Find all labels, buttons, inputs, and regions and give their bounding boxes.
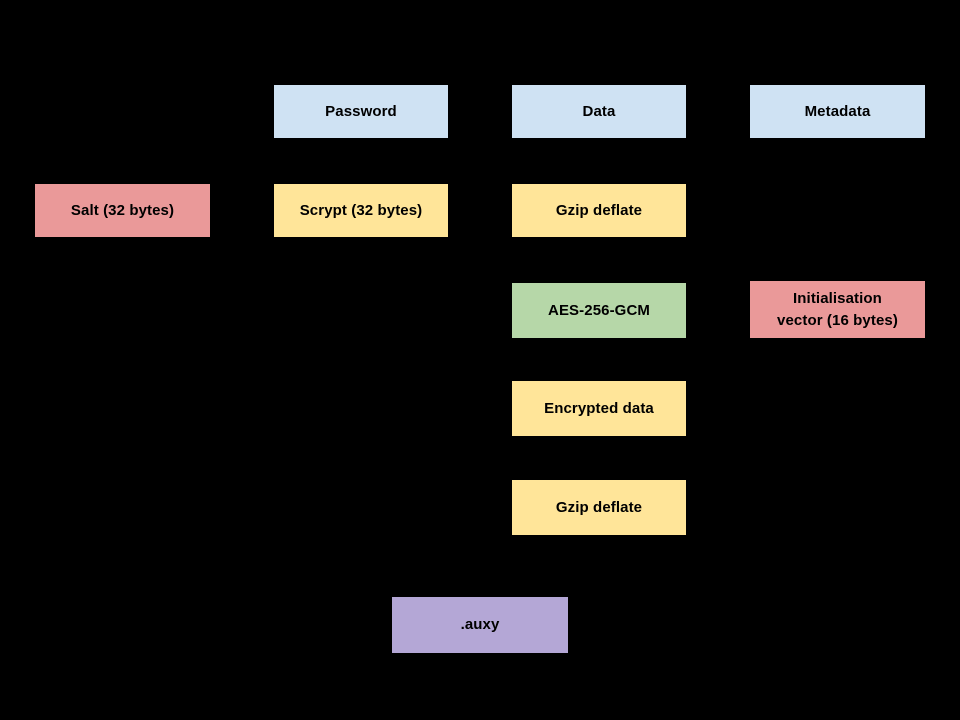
node-password-label: Password [325,102,397,120]
node-scrypt-label: Scrypt (32 bytes) [299,201,423,219]
node-encrypted-data-label: Encrypted data [544,399,654,417]
node-data-label: Data [582,102,616,120]
node-password: Password [274,85,448,138]
node-gzip-deflate-second-label: Gzip deflate [555,498,643,516]
node-aes-256-gcm: AES-256-GCM [512,283,686,338]
node-salt: Salt (32 bytes) [35,184,210,237]
node-gzip-deflate-first-label: Gzip deflate [555,201,643,219]
node-gzip-deflate-first: Gzip deflate [512,184,686,237]
node-data: Data [512,85,686,138]
node-metadata-label: Metadata [804,102,871,120]
node-output-file-label: .auxy [460,616,500,634]
node-salt-label: Salt (32 bytes) [70,201,175,219]
node-output-file: .auxy [392,597,568,653]
node-initialisation-vector: Initialisation vector (16 bytes) [750,281,925,338]
node-gzip-deflate-second: Gzip deflate [512,480,686,535]
node-encrypted-data: Encrypted data [512,381,686,436]
node-aes-256-gcm-label: AES-256-GCM [548,301,650,319]
node-metadata: Metadata [750,85,925,138]
node-initialisation-vector-label: Initialisation vector (16 bytes) [777,289,898,329]
node-scrypt: Scrypt (32 bytes) [274,184,448,237]
